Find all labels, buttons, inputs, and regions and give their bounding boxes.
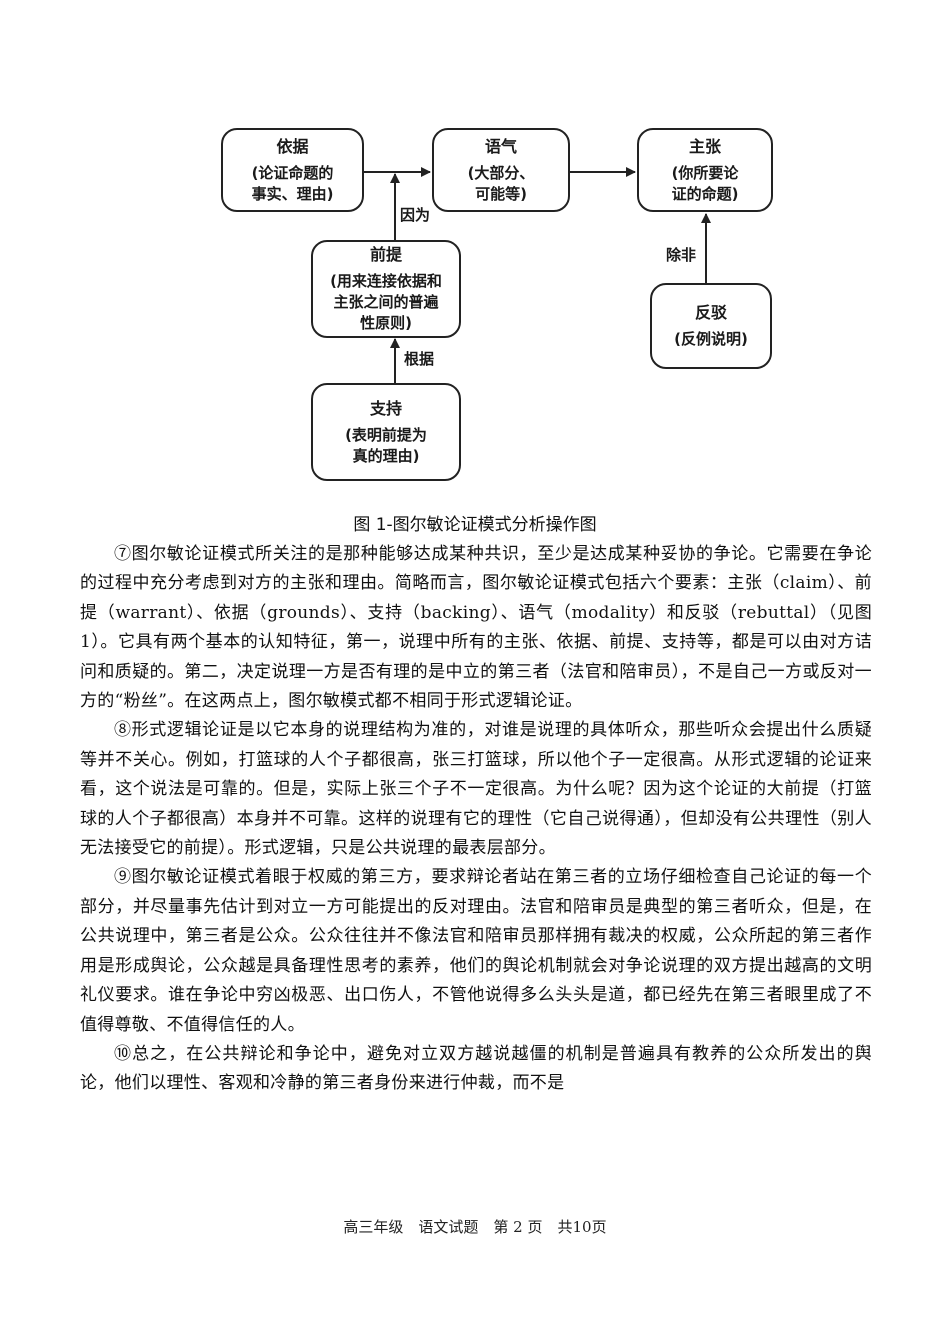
edge-label-on-account-of: 根据: [404, 350, 435, 368]
node-warrant-title: 前提: [369, 245, 402, 264]
paragraph-7: ⑦图尔敏论证模式所关注的是那种能够达成某种共识，至少是达成某种妥协的争论。它需要…: [80, 544, 872, 712]
article-body: ⑦图尔敏论证模式所关注的是那种能够达成某种共识，至少是达成某种妥协的争论。它需要…: [80, 540, 872, 1099]
node-claim-desc: (你所要论 证的命题): [671, 163, 739, 203]
node-modality: 语气 (大部分、 可能等): [432, 128, 570, 212]
node-warrant: 前提 (用来连接依据和 主张之间的普遍 性原则): [311, 240, 461, 338]
node-rebuttal-title: 反驳: [694, 303, 727, 322]
node-rebuttal: 反驳 (反例说明): [650, 283, 772, 369]
node-grounds-desc: (论证命题的 事实、理由): [251, 163, 334, 203]
node-grounds-title: 依据: [276, 136, 309, 156]
paragraph-9: ⑨图尔敏论证模式着眼于权威的第三方，要求辩论者站在第三者的立场仔细检查自己论证的…: [80, 867, 872, 1035]
toulmin-diagram: 依据 (论证命题的 事实、理由) 语气 (大部分、 可能等) 主张 (你所要论 …: [0, 0, 950, 500]
node-backing-desc: (表明前提为 真的理由): [345, 425, 427, 465]
node-grounds: 依据 (论证命题的 事实、理由): [221, 128, 364, 212]
diagram-arrows: [364, 167, 711, 383]
node-rebuttal-desc: (反例说明): [674, 330, 748, 348]
node-backing-title: 支持: [369, 398, 402, 418]
node-modality-title: 语气: [484, 136, 517, 156]
paragraph-10: ⑩总之，在公共辩论和争论中，避免对立双方越说越僵的机制是普遍具有教养的公众所发出…: [80, 1043, 872, 1094]
node-claim: 主张 (你所要论 证的命题): [637, 128, 773, 212]
node-backing: 支持 (表明前提为 真的理由): [311, 383, 461, 481]
page-footer: 高三年级 语文试题 第 2 页 共10页: [343, 1218, 607, 1236]
figure-caption: 图 1-图尔敏论证模式分析操作图: [353, 515, 597, 535]
edge-label-because: 因为: [400, 206, 431, 224]
node-warrant-desc: (用来连接依据和 主张之间的普遍 性原则): [330, 272, 442, 332]
edge-label-unless: 除非: [666, 246, 697, 264]
node-modality-desc: (大部分、 可能等): [467, 163, 535, 203]
node-claim-title: 主张: [688, 136, 721, 156]
paragraph-8: ⑧形式逻辑论证是以它本身的说理结构为准的，对谁是说理的具体听众，那些听众会提出什…: [80, 720, 872, 859]
